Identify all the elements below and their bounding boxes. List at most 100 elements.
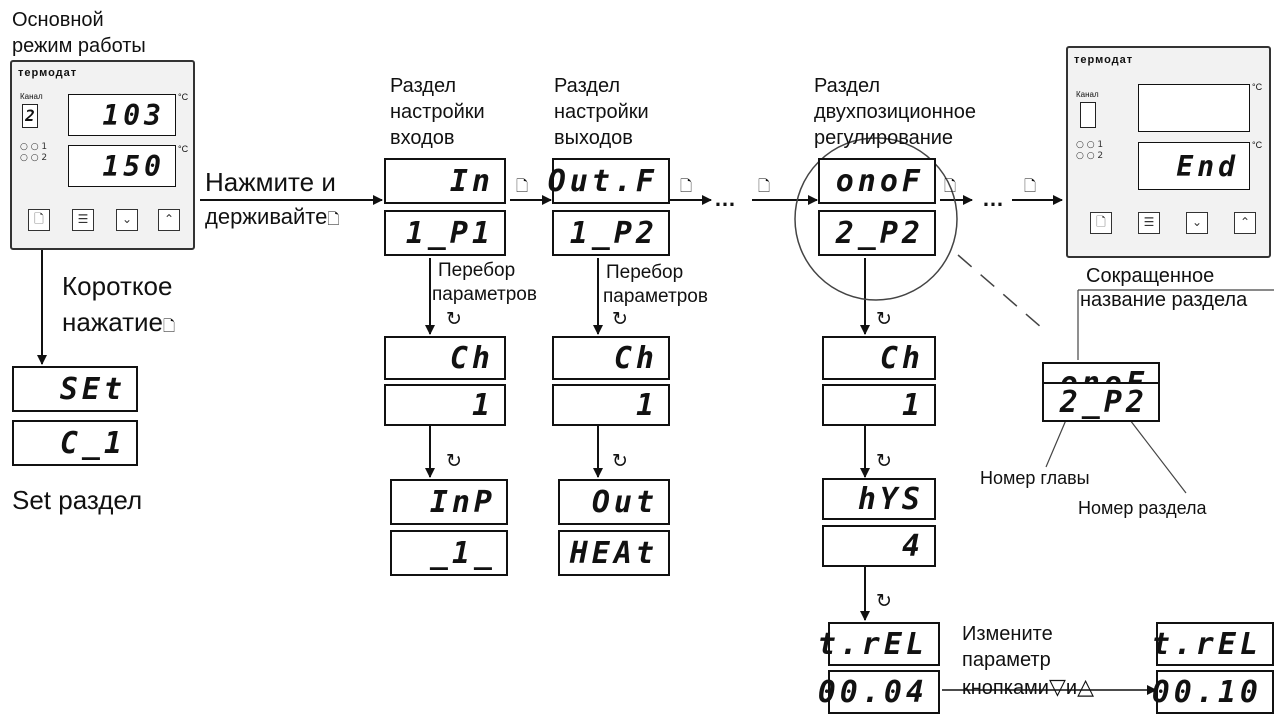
led-row-1: ○ ○ 1 <box>20 142 48 152</box>
out-out-bottom-display: HEAt <box>558 530 670 576</box>
thermostat-device-end: термодат Канал ○ ○ 1 ○ ○ 2 °C End °C 🗋 ☰… <box>1066 46 1271 258</box>
onof-bottom-display: 2_P2 <box>818 210 936 256</box>
onof-ch-top-display: Ch <box>822 336 936 380</box>
trel2-bottom-display: 00.10 <box>1152 670 1274 714</box>
brand-logo: термодат <box>1074 54 1134 66</box>
enum-params-2-a: Перебор <box>606 262 684 283</box>
set-top-display: SEt <box>12 366 138 412</box>
page-icon: 🗋 <box>944 177 957 195</box>
unit-bottom: °C <box>1252 140 1263 150</box>
enum-params-1-a: Перебор <box>438 260 516 281</box>
legend-bottom-display: 2_P2 <box>1042 382 1160 422</box>
in-inp-top-display: InP <box>390 479 508 525</box>
menu-button[interactable]: ☰ <box>72 209 94 231</box>
chapter-pointer <box>1045 419 1067 468</box>
out-ch-top-display: Ch <box>552 336 670 380</box>
in-section-label-3: входов <box>390 127 455 149</box>
zoom-line <box>957 254 1043 329</box>
chapter-number-label: Номер главы <box>980 468 1090 488</box>
unit-top: °C <box>1252 82 1263 92</box>
out-bottom-display: 1_P2 <box>552 210 670 256</box>
trel2-top-display: t.rEL <box>1152 622 1274 666</box>
change-param-2: параметр <box>962 649 1051 671</box>
in-ch-bottom-display: 1 <box>384 384 506 426</box>
out-section-label-3: выходов <box>554 127 633 149</box>
out-ch-bottom-display: 1 <box>552 384 670 426</box>
led-row-2: ○ ○ 2 <box>20 153 48 163</box>
highlight-circle <box>794 137 958 301</box>
channel-label: Канал <box>20 92 43 101</box>
change-param-1: Измените <box>962 623 1053 645</box>
down-button[interactable]: ⌄ <box>116 209 138 231</box>
page-icon: 🗋 <box>680 177 693 195</box>
brand-logo: термодат <box>18 67 78 79</box>
press-hold-label-2: держивайте🗋 <box>205 204 340 229</box>
page-button[interactable]: 🗋 <box>1090 212 1112 234</box>
main-bottom-display: 150 <box>68 145 176 187</box>
unit-bottom: °C <box>178 144 189 154</box>
trel-bottom-display: 00.04 <box>818 670 940 714</box>
up-triangle-icon: △ <box>1077 674 1094 699</box>
section-number-label: Номер раздела <box>1078 498 1207 518</box>
page-button[interactable]: 🗋 <box>28 209 50 231</box>
in-top-display: In <box>384 158 506 204</box>
up-button[interactable]: ⌃ <box>1234 212 1256 234</box>
channel-display: 2 <box>22 104 38 128</box>
hys-bottom-display: 4 <box>822 525 936 567</box>
led-row-2: ○ ○ 2 <box>1076 151 1104 161</box>
main-top-display: 103 <box>68 94 176 136</box>
page-icon: 🗋 <box>516 177 529 195</box>
in-bottom-display: 1_P1 <box>384 210 506 256</box>
up-button[interactable]: ⌃ <box>158 209 180 231</box>
ellipsis: … <box>982 186 1004 211</box>
cycle-icon: ↻ <box>876 450 892 472</box>
onof-section-label-3: регулирование <box>814 127 954 149</box>
cycle-icon: ↻ <box>876 308 892 330</box>
set-bottom-display: C_1 <box>12 420 138 466</box>
in-ch-top-display: Ch <box>384 336 506 380</box>
out-section-label-2: настройки <box>554 101 649 123</box>
out-out-top-display: Out <box>558 479 670 525</box>
end-bottom-display: End <box>1138 142 1250 190</box>
hys-top-display: hYS <box>822 478 936 520</box>
section-pointer <box>1129 419 1187 494</box>
trel-top-display: t.rEL <box>818 622 940 666</box>
short-name-label-1: Сокращенное <box>1086 265 1215 287</box>
cycle-icon: ↻ <box>612 450 628 472</box>
down-button[interactable]: ⌄ <box>1186 212 1208 234</box>
led-row-1: ○ ○ 1 <box>1076 140 1104 150</box>
page-icon: 🗋 <box>758 177 771 195</box>
page-icon: 🗋 <box>163 317 176 335</box>
in-inp-bottom-display: _1_ <box>390 530 508 576</box>
cycle-icon: ↻ <box>876 590 892 612</box>
ellipsis: … <box>714 186 736 211</box>
press-hold-label-1: Нажмите и <box>205 167 336 197</box>
out-section-label-1: Раздел <box>554 75 621 97</box>
enum-params-1-b: параметров <box>432 284 537 305</box>
onof-ch-bottom-display: 1 <box>822 384 936 426</box>
set-section-label: Set раздел <box>12 485 143 515</box>
short-press-label-1: Короткое <box>62 271 173 301</box>
cycle-icon: ↻ <box>612 308 628 330</box>
main-mode-label-1: Основной <box>12 9 104 31</box>
channel-label: Канал <box>1076 90 1099 99</box>
onof-section-label-2: двухпозиционное <box>814 101 977 123</box>
short-name-label-2: название раздела <box>1080 289 1248 311</box>
onof-section-label-1: Раздел <box>814 75 881 97</box>
cycle-icon: ↻ <box>446 450 462 472</box>
unit-top: °C <box>178 92 189 102</box>
in-section-label-1: Раздел <box>390 75 457 97</box>
short-press-label-2: нажатие🗋 <box>62 307 176 337</box>
main-mode-label-2: режим работы <box>12 35 146 57</box>
change-param-3: кнопками▽и△ <box>962 674 1094 700</box>
onof-top-display: onoF <box>818 158 936 204</box>
channel-display <box>1080 102 1096 128</box>
enum-params-2-b: параметров <box>603 286 708 307</box>
page-icon: 🗋 <box>327 210 340 228</box>
menu-button[interactable]: ☰ <box>1138 212 1160 234</box>
out-top-display: Out.F <box>548 158 670 204</box>
in-section-label-2: настройки <box>390 101 485 123</box>
end-top-display <box>1138 84 1250 132</box>
thermostat-device-main: термодат Канал 2 ○ ○ 1 ○ ○ 2 103 °C 150 … <box>10 60 195 250</box>
